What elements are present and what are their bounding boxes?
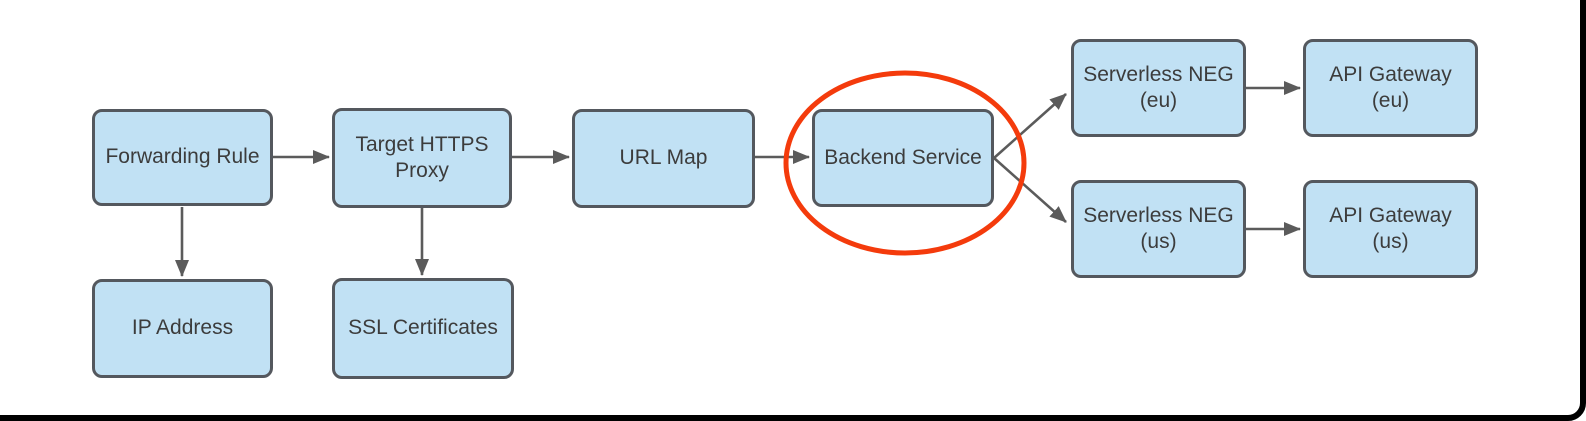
- node-serverless-neg-eu: Serverless NEG (eu): [1071, 39, 1246, 137]
- node-ssl-certificates-label: SSL Certificates: [348, 316, 498, 340]
- node-ip-address: IP Address: [92, 279, 273, 378]
- node-backend-service: Backend Service: [812, 109, 994, 207]
- node-api-gateway-us: API Gateway (us): [1303, 180, 1478, 278]
- node-serverless-neg-us: Serverless NEG (us): [1071, 180, 1246, 278]
- edge-backend-service-to-serverless-neg-us: [993, 157, 1067, 223]
- node-forwarding-rule: Forwarding Rule: [92, 109, 273, 206]
- node-url-map: URL Map: [572, 109, 755, 208]
- node-api-gateway-eu: API Gateway (eu): [1303, 39, 1478, 137]
- node-forwarding-rule-label: Forwarding Rule: [105, 145, 260, 169]
- node-ssl-certificates: SSL Certificates: [332, 278, 514, 379]
- node-serverless-neg-eu-label: Serverless NEG (eu): [1083, 62, 1234, 112]
- edge-backend-service-to-serverless-neg-eu: [993, 93, 1067, 159]
- node-api-gateway-us-label: API Gateway (us): [1329, 203, 1452, 253]
- node-backend-service-label: Backend Service: [824, 145, 982, 169]
- node-target-https-proxy: Target HTTPS Proxy: [332, 108, 512, 208]
- node-url-map-label: URL Map: [619, 146, 708, 170]
- node-target-https-proxy-label: Target HTTPS Proxy: [355, 132, 489, 182]
- node-api-gateway-eu-label: API Gateway (eu): [1329, 62, 1452, 112]
- node-ip-address-label: IP Address: [131, 316, 234, 340]
- node-serverless-neg-us-label: Serverless NEG (us): [1083, 203, 1234, 253]
